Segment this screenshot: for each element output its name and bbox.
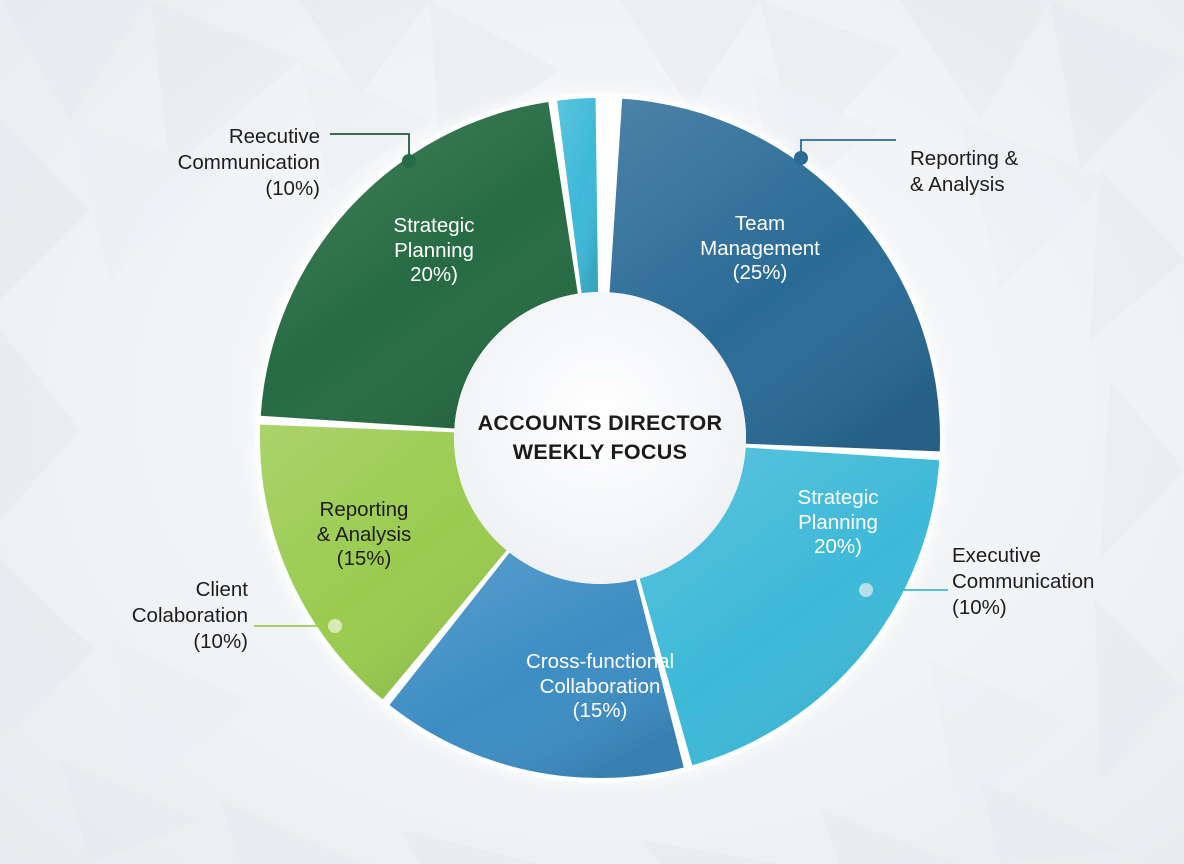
donut-sheen [260,98,940,779]
callout-line-2: Communication [952,569,1095,593]
leader-dot-reporting-and-analysis [794,151,808,165]
donut-slice-sheen-team-management [609,98,940,452]
leader-line-reecutive-communication [330,133,410,161]
callout-line-1: Executive [952,544,1041,567]
leader-dot-executive-communication [859,583,873,597]
callout-line-2: Colaboration [131,603,248,627]
callout-line-1: Reecutive [228,125,320,148]
callout-line-2: & Analysis [910,172,1005,196]
donut-slice-sheen-strategic-planning-right [639,447,940,766]
callout-reporting-and-analysis: Reporting && Analysis [910,146,1018,198]
leader-dot-reecutive-communication [402,154,416,168]
callout-line-1: Reporting & [910,147,1019,170]
callout-line-3: (10%) [193,629,248,653]
leader-dot-client-colaboration [328,619,342,633]
donut-slice-sheen-executive-communication-sliver [557,98,599,294]
donut-center-hole [454,292,746,584]
callout-line-2: Communication [177,150,320,174]
donut-slice-sheen-reporting-analysis [260,424,507,700]
callout-line-3: (10%) [952,595,1007,619]
donut-slice-sheen-strategic-planning-left [260,101,578,429]
callout-leader-lines [254,133,948,633]
leader-line-reporting-and-analysis [800,139,896,158]
donut-slice-sheen-cross-functional-collaboration [389,552,684,779]
callout-line-3: (10%) [265,176,320,200]
callout-line-1: Client [195,578,248,601]
